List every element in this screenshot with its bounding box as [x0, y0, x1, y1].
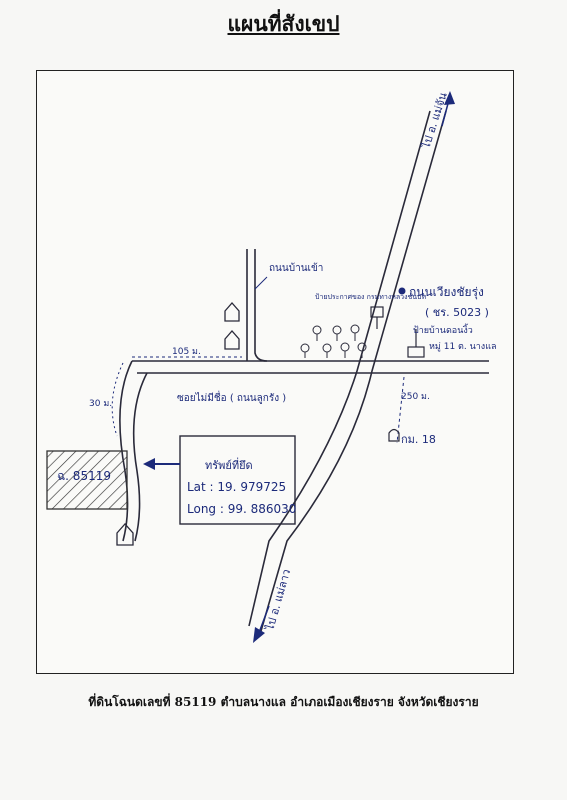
label-dist-105: 105 ม. — [172, 347, 201, 357]
label-village-sign: ป้ายบ้านดอนงิ้ว — [413, 323, 473, 336]
km-stone-icon — [388, 428, 400, 442]
label-to-maechan: ไป อ. แม่จัน — [419, 90, 450, 151]
sign-icon — [370, 306, 384, 329]
label-road-code: ( ชร. 5023 ) — [425, 306, 489, 319]
main-road-left-edge — [248, 110, 431, 627]
label-soi: ซอยไม่มีชื่อ ( ถนนลูกรัง ) — [177, 390, 286, 404]
road-location-dot — [398, 287, 406, 295]
tree-icon — [300, 324, 367, 358]
label-lat: Lat : 19. 979725 — [187, 480, 286, 494]
label-village-no: หมู่ 11 ต. นางแล — [429, 342, 497, 352]
sketch-map: ไป อ. แม่จัน ไป อ. แม่ลาว ถนนบ้านเข้า ถน… — [46, 90, 497, 643]
page-title: แผนที่สังเขป — [227, 11, 340, 36]
main-road-right-edge — [260, 110, 447, 632]
label-long: Long : 99. 886030 — [187, 502, 296, 516]
village-road-right — [254, 249, 268, 362]
property-box — [179, 435, 296, 525]
label-dist-30: 30 ม. — [89, 399, 112, 409]
label-parcel: ฉ. 85119 — [57, 469, 111, 483]
label-chiangrai-road: ถนนเวียงชัยรุ่ง — [409, 285, 484, 300]
house-icon — [224, 302, 240, 322]
arrow-icon — [143, 458, 155, 470]
soi-right-edge — [132, 372, 148, 542]
house-icon — [116, 523, 134, 546]
label-dist-250: 250 ม. — [401, 392, 430, 402]
house-icon — [224, 330, 240, 350]
parcel-hatched — [46, 450, 128, 510]
sign-icon — [407, 329, 425, 358]
label-village-road: ถนนบ้านเข้า — [269, 262, 323, 274]
label-to-maelao: ไป อ. แม่ลาว — [263, 568, 293, 633]
arrow-icon — [253, 627, 265, 643]
arrow-icon — [444, 91, 455, 105]
map-caption: ที่ดินโฉนดเลขที่ 85119 ตำบลนางแล อำเภอเม… — [88, 695, 479, 709]
label-km-marker: กม. 18 — [401, 433, 436, 446]
village-road-pointer — [254, 276, 268, 290]
label-property: ทรัพย์ที่ยึด — [205, 457, 253, 472]
map-frame: ไป อ. แม่จัน ไป อ. แม่ลาว ถนนบ้านเข้า ถน… — [36, 70, 514, 674]
label-sign-building: ป้ายประกาศของ กรมทางหลวงชนบท — [315, 293, 426, 301]
